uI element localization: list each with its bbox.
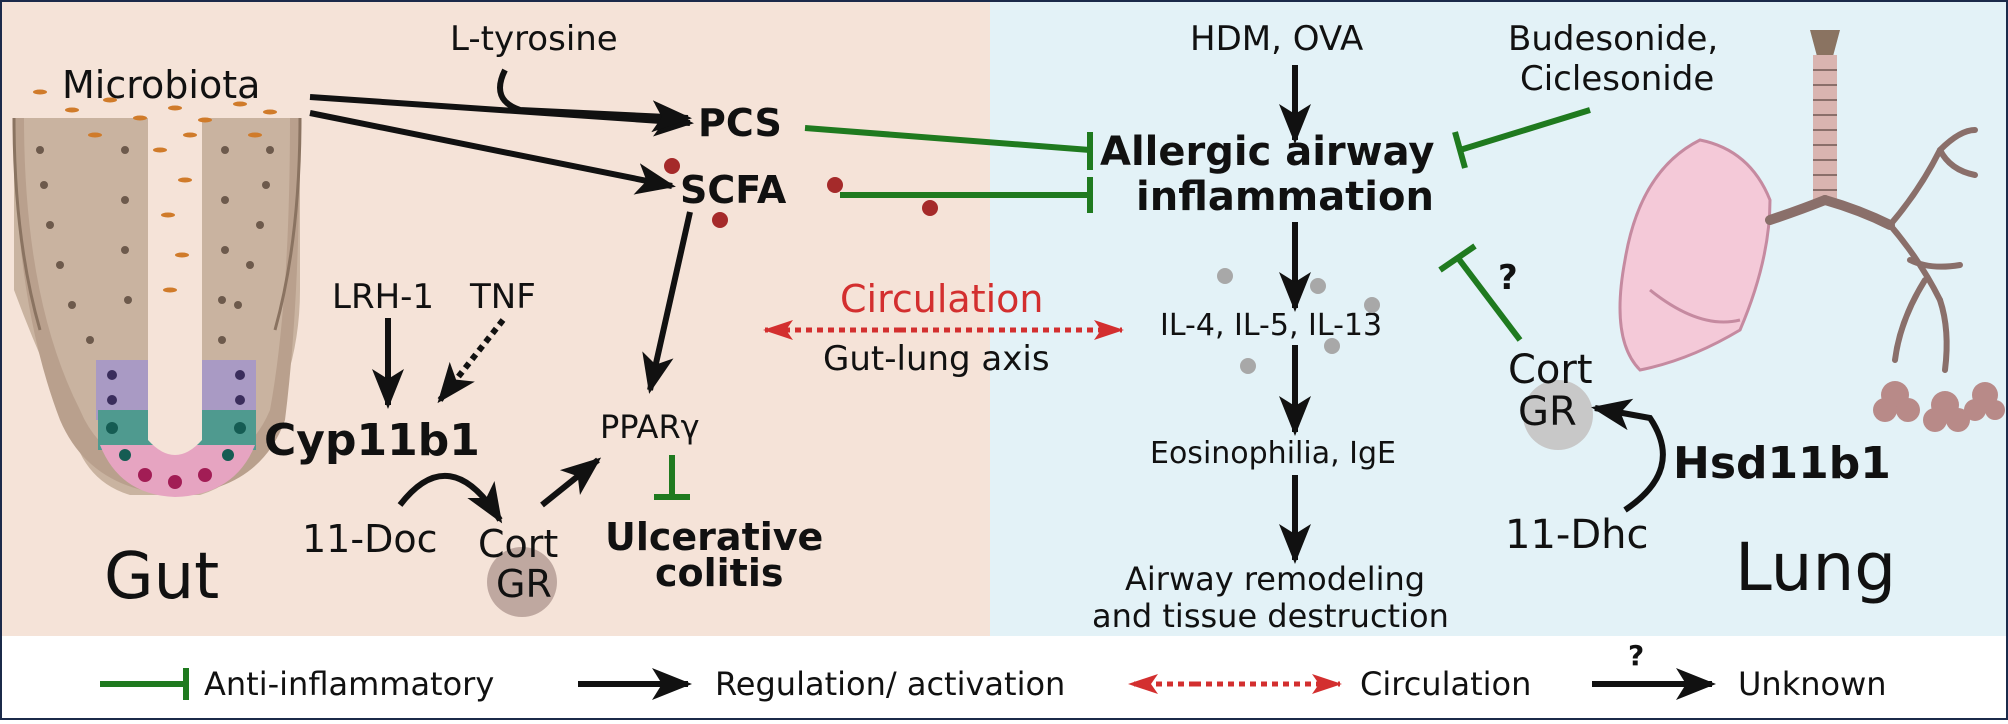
allergic-line2-label: inflammation (1136, 174, 1434, 220)
drugs-line1-label: Budesonide, (1508, 19, 1718, 59)
tnf-label: TNF (469, 277, 536, 317)
remodel-line1-label: Airway remodeling (1125, 560, 1425, 598)
scfa-to-ppar-arrow (642, 211, 693, 394)
microbiota-to-scfa-arrow (309, 110, 676, 195)
dhc-to-cort-arrow (1591, 398, 1666, 513)
gut-region-label: Gut (104, 540, 219, 614)
microbiota-to-pcs-arrow (309, 94, 694, 137)
lung-gr-receptor (1523, 380, 1593, 450)
drugs-inhibit-inflammation (1459, 107, 1591, 153)
gut-arrows (309, 68, 694, 524)
interleukins-label: IL-4, IL-5, IL-13 (1160, 308, 1382, 343)
gut-lung-axis-label: Gut-lung axis (823, 339, 1050, 379)
legend-circulation: Circulation (1128, 665, 1531, 703)
hdm-ova-label: HDM, OVA (1190, 19, 1363, 59)
hsd11b1-label: Hsd11b1 (1673, 438, 1891, 489)
cyp11b1-label: Cyp11b1 (264, 415, 480, 466)
lrh1-label: LRH-1 (332, 277, 434, 317)
lung-arrows (1279, 65, 1666, 564)
lung-illustration (1618, 30, 2005, 432)
gut-cort-label: Cort (478, 522, 558, 566)
pcs-label: PCS (698, 101, 782, 145)
legend-regulation-label: Regulation/ activation (715, 665, 1065, 703)
l-tyrosine-label: L-tyrosine (450, 19, 618, 59)
eosinophilia-label: Eosinophilia, IgE (1150, 436, 1396, 471)
gut-gr-receptor (487, 547, 557, 617)
cort-inhibits-inflammation (1455, 256, 1523, 342)
legend-panel (0, 636, 2008, 720)
lung-panel (990, 0, 2008, 636)
scfa-label: SCFA (680, 168, 787, 212)
legend-question-mark: ? (1628, 639, 1644, 672)
colitis-label: colitis (655, 551, 784, 595)
drugs-line2-label: Ciclesonide (1520, 59, 1714, 99)
doc-to-cort-arrow (397, 472, 503, 524)
11-doc-label: 11-Doc (302, 517, 437, 561)
allergic-line1-label: Allergic airway (1100, 129, 1434, 175)
legend-anti-inflammatory-label: Anti-inflammatory (204, 665, 494, 703)
microbiota-label: Microbiota (62, 63, 260, 107)
cort-to-ppar-arrow (540, 457, 602, 508)
legend-anti-inflammatory: Anti-inflammatory (100, 665, 494, 703)
gut-gr-label: GR (496, 562, 552, 606)
ulcerative-label: Ulcerative (605, 515, 823, 559)
legend: Anti-inflammatory Regulation/ activation… (100, 639, 1887, 703)
11-dhc-label: 11-Dhc (1505, 512, 1648, 558)
legend-circulation-label: Circulation (1360, 665, 1531, 703)
scfa-particles (664, 158, 938, 228)
tnf-to-cyp-arrow (437, 318, 506, 404)
cytokine-particles (1217, 268, 1380, 374)
lung-cort-label: Cort (1508, 347, 1593, 393)
lung-region-label: Lung (1735, 529, 1896, 606)
remodel-line2-label: and tissue destruction (1092, 597, 1449, 635)
circulation-label: Circulation (840, 277, 1044, 321)
lung-gr-label: GR (1518, 389, 1577, 435)
legend-unknown: ? Unknown (1592, 639, 1887, 703)
ppar-gamma-label: PPARγ (600, 408, 700, 446)
legend-unknown-label: Unknown (1738, 665, 1887, 703)
lung-inhibitions (804, 107, 1591, 342)
gut-inhibition (654, 455, 690, 500)
l-tyrosine-arrow (497, 68, 692, 133)
unknown-question-mark: ? (1498, 258, 1518, 298)
legend-regulation: Regulation/ activation (578, 665, 1065, 703)
intestinal-crypt-illustration (12, 89, 302, 497)
pcs-inhibits-inflammation (804, 125, 1091, 153)
